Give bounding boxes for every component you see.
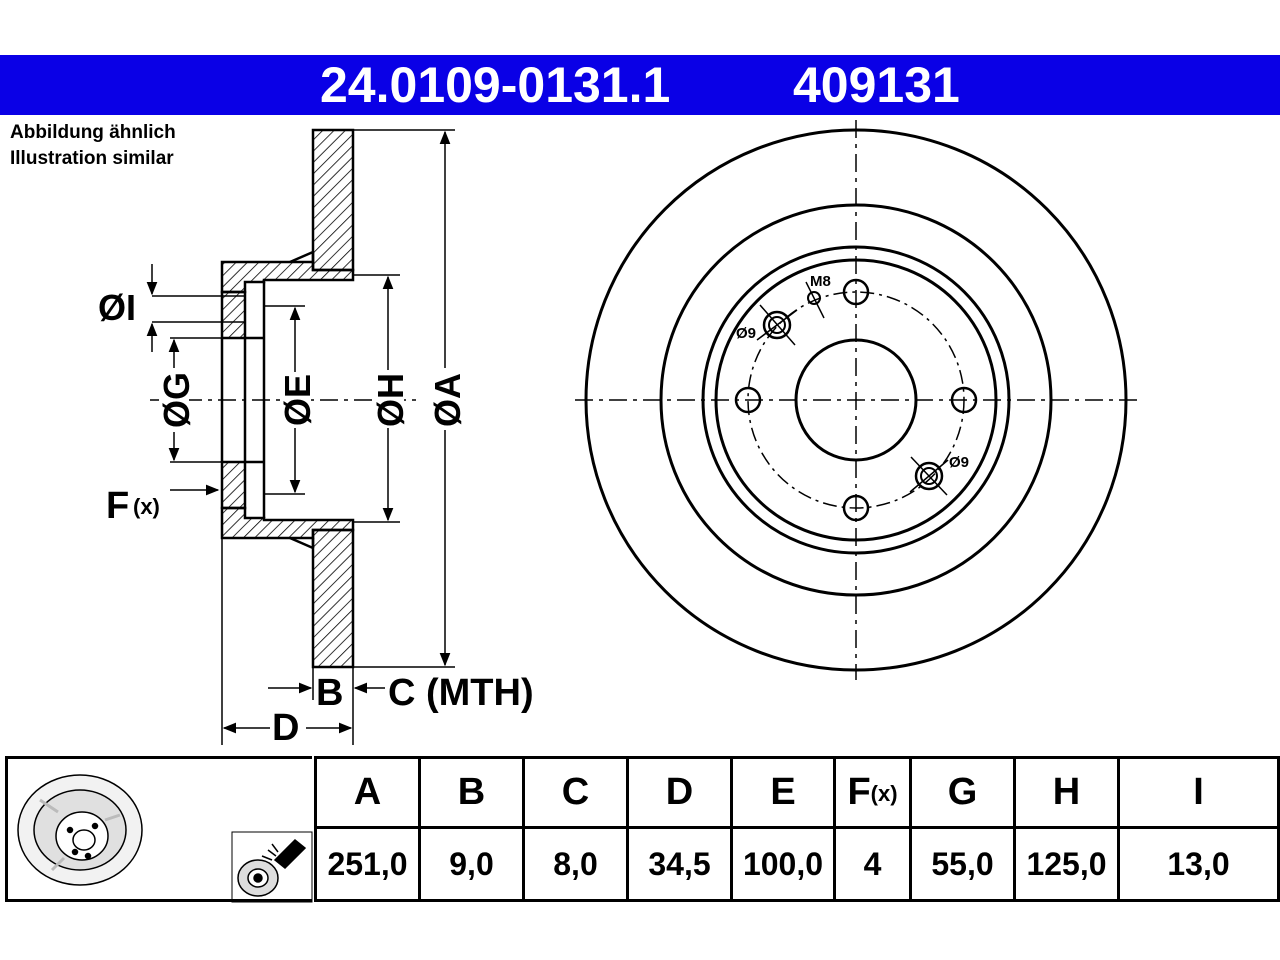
label-thread-m8: M8 bbox=[810, 273, 831, 290]
header-a: A bbox=[314, 756, 421, 829]
header-f-sub: (x) bbox=[870, 780, 898, 806]
header-f: F(x) bbox=[833, 756, 912, 829]
label-b: B bbox=[316, 672, 343, 714]
value-b: 9,0 bbox=[418, 826, 525, 902]
header-f-letter: F bbox=[847, 771, 871, 813]
label-d: D bbox=[272, 707, 299, 749]
label-dia-h: ØH bbox=[370, 373, 411, 427]
value-h: 125,0 bbox=[1013, 826, 1120, 902]
label-c-mth: C (MTH) bbox=[388, 672, 534, 714]
header-d: D bbox=[626, 756, 733, 829]
reference-number: 409131 bbox=[793, 57, 960, 113]
spec-header-row: A B C D E F(x) G H I bbox=[314, 756, 1280, 829]
part-number: 24.0109-0131.1 bbox=[320, 57, 671, 113]
locating-hole-top bbox=[762, 310, 792, 340]
header-b: B bbox=[418, 756, 525, 829]
value-a: 251,0 bbox=[314, 826, 421, 902]
thread-hole-m8 bbox=[807, 291, 821, 305]
label-dia-g: ØG bbox=[156, 372, 197, 428]
note-english: Illustration similar bbox=[10, 148, 174, 169]
note-german: Abbildung ähnlich bbox=[10, 122, 176, 143]
header-i: I bbox=[1117, 756, 1280, 829]
value-d: 34,5 bbox=[626, 826, 733, 902]
label-hole-bottom-d9: Ø9 bbox=[949, 454, 969, 471]
value-f: 4 bbox=[833, 826, 912, 902]
cross-section-view bbox=[146, 128, 455, 745]
spec-table: A B C D E F(x) G H I 251,0 9,0 8,0 34,5 … bbox=[314, 756, 1280, 902]
value-e: 100,0 bbox=[730, 826, 836, 902]
value-c: 8,0 bbox=[522, 826, 629, 902]
header-g: G bbox=[909, 756, 1016, 829]
hat-bottom-section bbox=[220, 506, 355, 540]
label-hole-top-d9: Ø9 bbox=[736, 325, 756, 342]
header-c: C bbox=[522, 756, 629, 829]
header-bar bbox=[0, 55, 1280, 115]
front-view bbox=[575, 120, 1138, 680]
label-f: F bbox=[106, 485, 129, 527]
label-dia-e: ØE bbox=[277, 374, 318, 426]
friction-ring-section-top bbox=[311, 128, 355, 272]
header-h: H bbox=[1013, 756, 1120, 829]
value-g: 55,0 bbox=[909, 826, 1016, 902]
label-dia-a: ØA bbox=[427, 373, 468, 427]
hub-flange-bottom bbox=[220, 460, 247, 510]
brake-disc-thumbnail-icon bbox=[17, 774, 143, 886]
cleaning-spray-icon bbox=[231, 831, 313, 903]
header-e: E bbox=[730, 756, 836, 829]
hub-flange-top bbox=[220, 290, 247, 340]
spec-value-row: 251,0 9,0 8,0 34,5 100,0 4 55,0 125,0 13… bbox=[314, 826, 1280, 902]
friction-ring-section-bottom bbox=[311, 528, 355, 669]
value-i: 13,0 bbox=[1117, 826, 1280, 902]
label-f-sub: (x) bbox=[133, 494, 160, 519]
thumbnail-panel bbox=[5, 756, 312, 902]
locating-hole-bottom bbox=[914, 461, 944, 491]
label-dia-i: ØI bbox=[98, 287, 136, 328]
